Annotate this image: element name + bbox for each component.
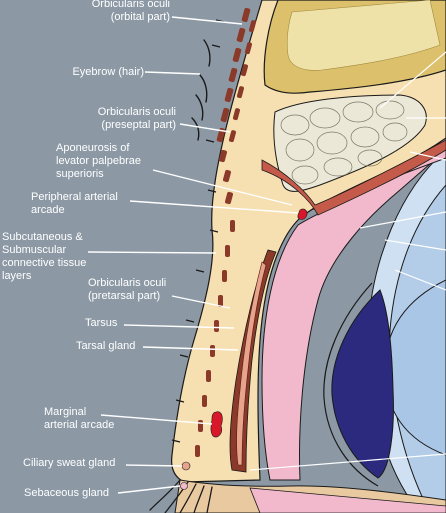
fat-lobule-outlines bbox=[280, 100, 408, 185]
label-ciliary-sweat-gland: Ciliary sweat gland bbox=[23, 457, 116, 469]
sebaceous-gland bbox=[180, 482, 188, 490]
left-leader-lines bbox=[87, 16, 299, 494]
right-leader-lines bbox=[249, 51, 446, 471]
label-orbicularis-preseptal: Orbicularis oculi (preseptal part) bbox=[97, 106, 176, 131]
orbicularis-muscle bbox=[195, 7, 257, 457]
label-tarsus: Tarsus bbox=[85, 317, 118, 329]
tarsal-gland-body bbox=[236, 261, 267, 466]
label-sebaceous-gland: Sebaceous gland bbox=[24, 487, 110, 499]
marginal-arcade bbox=[210, 411, 223, 438]
iris bbox=[331, 289, 394, 479]
eyebrow-hairs bbox=[191, 39, 211, 141]
label-subcutaneous: Subcutaneous & Submuscular connective ti… bbox=[2, 231, 87, 282]
label-marginal-arcade: Marginal arterial arcade bbox=[44, 406, 115, 431]
cornea-edge bbox=[323, 282, 379, 487]
label-eyebrow: Eyebrow (hair) bbox=[72, 66, 144, 78]
orbital-bone-marrow bbox=[286, 0, 441, 71]
label-aponeurosis: Aponeurosis of levator palpebrae superio… bbox=[56, 142, 142, 180]
label-orbicularis-pretarsal: Orbicularis oculi (pretarsal part) bbox=[88, 277, 167, 302]
label-tarsal-gland: Tarsal gland bbox=[76, 340, 136, 352]
ciliary-sweat-gland bbox=[181, 461, 191, 471]
peripheral-arcade bbox=[297, 208, 308, 220]
label-orbicularis-orbital: Orbicularis oculi (orbital part) bbox=[91, 0, 170, 23]
label-peripheral-arcade: Peripheral arterial arcade bbox=[31, 191, 118, 216]
skin-marks bbox=[171, 19, 225, 443]
conjunctiva bbox=[261, 149, 446, 481]
